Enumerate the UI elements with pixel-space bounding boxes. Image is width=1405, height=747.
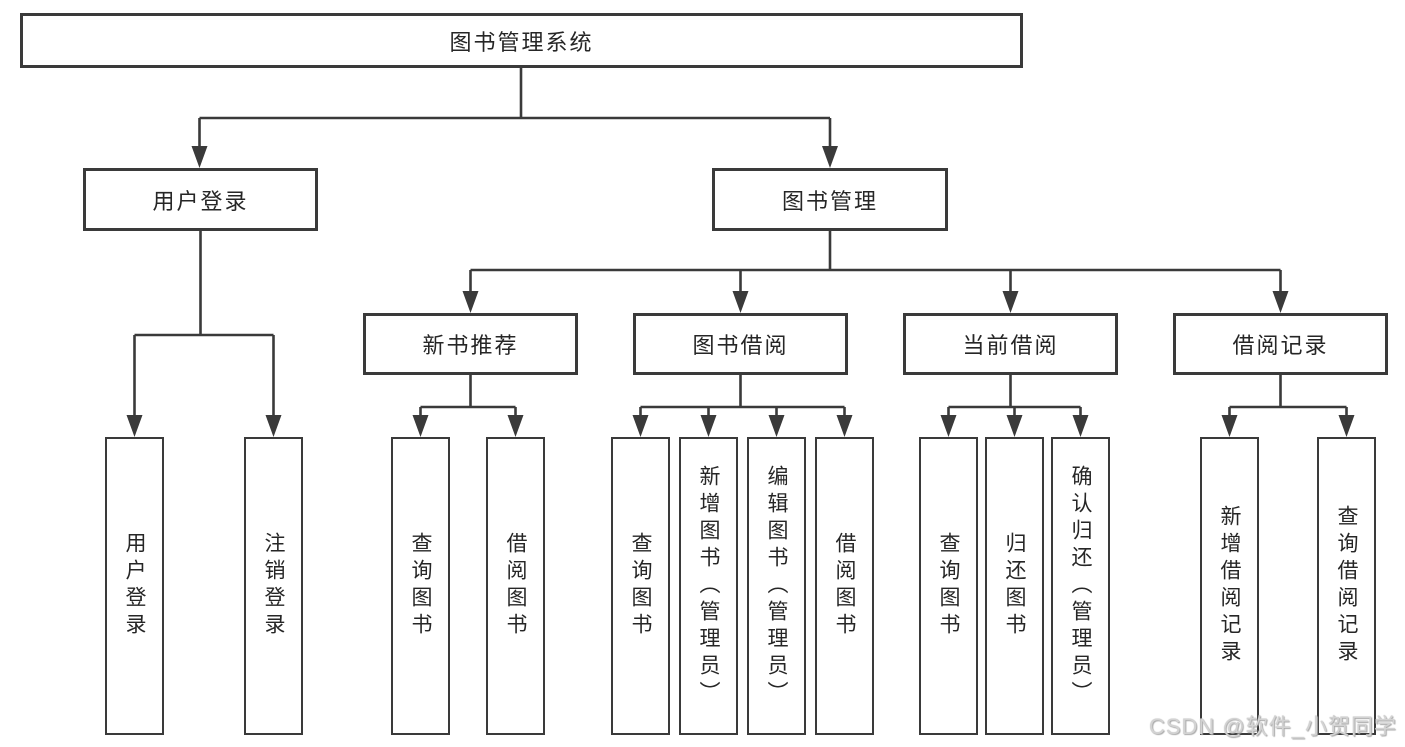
node-new-book-recommend: 新书推荐 [363,313,578,375]
node-new-book-recommend-label: 新书推荐 [422,333,519,358]
node-current-borrowing-label: 当前借阅 [962,333,1059,358]
node-book-management-branch-label: 图书管理 [781,188,878,214]
leaf-user-login-label: 用户登录 [123,532,146,640]
leaf-newbook-query-books-label: 查询图书 [409,532,432,640]
node-current-borrowing: 当前借阅 [903,313,1118,375]
leaf-borrowing-borrow-books-label: 借阅图书 [833,532,856,640]
leaf-records-query-record: 查询借阅记录 [1317,437,1376,735]
connector-borrow-to-leaves [632,375,853,437]
leaf-borrowing-edit-books-admin: 编辑图书（管理员） [747,437,806,735]
connector-root-to-level2 [191,68,838,168]
node-borrowing-records-label: 借阅记录 [1232,333,1329,358]
leaf-current-query-books-label: 查询图书 [937,532,960,640]
leaf-current-return-books: 归还图书 [985,437,1044,735]
leaf-logout: 注销登录 [244,437,303,735]
connector-current-to-leaves [940,375,1089,437]
leaf-records-add-record: 新增借阅记录 [1200,437,1259,735]
connector-management-to-level3 [462,231,1289,313]
connector-login-to-leaves [126,231,282,437]
node-library-system-label: 图书管理系统 [449,29,594,55]
node-library-system: 图书管理系统 [20,13,1023,68]
leaf-borrowing-add-books-admin: 新增图书（管理员） [679,437,738,735]
leaf-current-confirm-return-admin-label: 确认归还（管理员） [1069,464,1092,708]
node-book-borrowing-label: 图书借阅 [692,333,789,358]
leaf-borrowing-query-books: 查询图书 [611,437,670,735]
leaf-current-confirm-return-admin: 确认归还（管理员） [1051,437,1110,735]
leaf-borrowing-edit-books-admin-label: 编辑图书（管理员） [765,464,788,708]
leaf-newbook-borrow-books-label: 借阅图书 [504,532,527,640]
leaf-current-return-books-label: 归还图书 [1003,532,1026,640]
node-borrowing-records: 借阅记录 [1173,313,1388,375]
node-book-borrowing: 图书借阅 [633,313,848,375]
connector-records-to-leaves [1221,375,1355,437]
leaf-newbook-query-books: 查询图书 [391,437,450,735]
leaf-records-query-record-label: 查询借阅记录 [1335,505,1358,667]
leaf-user-login: 用户登录 [105,437,164,735]
leaf-newbook-borrow-books: 借阅图书 [486,437,545,735]
csdn-watermark: CSDN @软件_小贺同学 [1148,714,1397,739]
node-user-login-branch-label: 用户登录 [152,188,249,214]
node-book-management-branch: 图书管理 [712,168,948,231]
leaf-records-add-record-label: 新增借阅记录 [1218,505,1241,667]
leaf-current-query-books: 查询图书 [919,437,978,735]
node-user-login-branch: 用户登录 [83,168,318,231]
leaf-logout-label: 注销登录 [262,532,285,640]
leaf-borrowing-borrow-books: 借阅图书 [815,437,874,735]
leaf-borrowing-query-books-label: 查询图书 [629,532,652,640]
connector-newbook-to-leaves [412,375,524,437]
leaf-borrowing-add-books-admin-label: 新增图书（管理员） [697,464,720,708]
